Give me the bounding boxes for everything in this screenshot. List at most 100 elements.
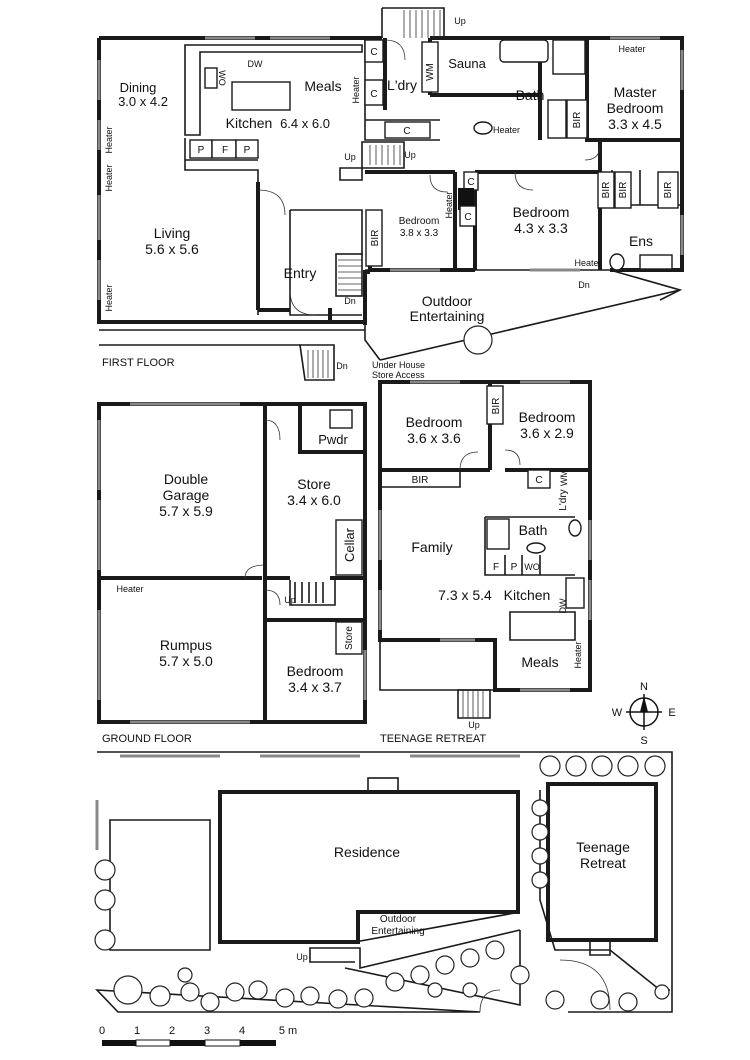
bedroom2-size: 4.3 x 3.3 (514, 220, 568, 236)
outdoor-label: Outdoor (422, 293, 473, 309)
cupboard5-label: C (464, 212, 471, 223)
windows-ground-floor (97, 402, 367, 724)
compass-east: E (668, 707, 675, 719)
bedroom1-label: Bedroom (399, 216, 440, 227)
down-entry-label: Dn (344, 296, 356, 306)
retreat-kitchen-size: 7.3 x 5.4 (438, 587, 492, 603)
scale-0: 0 (99, 1025, 105, 1037)
heater-bath-label: Heater (493, 125, 520, 135)
teenage-label: Teenage (576, 839, 630, 855)
retreat-kitchen-label: Kitchen (504, 587, 551, 603)
bir-master1-label: BIR (601, 182, 612, 199)
kitchen-label: Kitchen (226, 115, 273, 131)
heater-living2-label: Heater (104, 284, 114, 311)
bir-bed1-label: BIR (370, 230, 381, 247)
heater-living1-label: Heater (104, 164, 114, 191)
up-ground-label: Up (284, 595, 296, 605)
site-up-label: Up (296, 952, 308, 962)
family-label: Family (411, 539, 452, 555)
up-rear-label: Up (454, 16, 466, 26)
heater-ens-label: Heater (574, 258, 601, 268)
master-label: Master (614, 84, 657, 100)
retreat-bir1-label: BIR (491, 398, 502, 415)
heater-dining-label: Heater (104, 126, 114, 153)
master-size: 3.3 x 4.5 (608, 116, 662, 132)
ground-floor-caption: GROUND FLOOR (102, 733, 192, 745)
bedroom1-size: 3.8 x 3.3 (400, 228, 439, 239)
oven-label: WO (217, 70, 227, 86)
stairs-mid (339, 141, 405, 181)
retreat-bedroom2-label: Bedroom (519, 409, 576, 425)
sauna-label: Sauna (448, 56, 486, 71)
stairs-retreat (457, 689, 491, 719)
bedroom-label: Bedroom (287, 663, 344, 679)
scale-4: 4 (239, 1025, 245, 1037)
first-floor-caption: FIRST FLOOR (102, 357, 175, 369)
scale-bar: 0 1 2 3 4 5 m (99, 1025, 297, 1047)
retreat-cupboard-label: C (535, 475, 542, 486)
compass-south: S (640, 735, 647, 747)
scale-3: 3 (204, 1025, 210, 1037)
residence-label: Residence (334, 844, 400, 860)
pantry2-label: P (244, 145, 251, 156)
retreat-bedroom1-label: Bedroom (406, 414, 463, 430)
windows-first-floor (97, 36, 684, 300)
retreat-laundry-label: L'dry (558, 489, 569, 510)
heater-meals-label: Heater (351, 76, 361, 103)
garage-label-2: Garage (163, 487, 210, 503)
store-size: 3.4 x 6.0 (287, 492, 341, 508)
dishwasher-label: DW (248, 59, 263, 69)
bir-master2-label: BIR (618, 182, 629, 199)
powder-label: Pwdr (318, 432, 348, 447)
stairs-front (299, 344, 335, 381)
living-label: Living (154, 225, 191, 241)
compass: N E S W (612, 681, 676, 747)
laundry-label: L'dry (387, 77, 417, 93)
first-floor-plan: Dining 3.0 x 4.2 Meals Kitchen 6.4 x 6.0… (97, 7, 684, 381)
living-size: 5.6 x 5.6 (145, 241, 199, 257)
retreat-label: Retreat (580, 855, 626, 871)
bedroom2-label: Bedroom (513, 204, 570, 220)
kitchen-size: 6.4 x 6.0 (280, 116, 330, 131)
scale-2: 2 (169, 1025, 175, 1037)
windows-retreat (378, 380, 592, 692)
retreat-dw-label: DW (558, 598, 568, 613)
up-mid-label: Up (344, 152, 356, 162)
store-access-label: Store Access (372, 370, 425, 380)
ensuite-label: Ens (629, 233, 653, 249)
outdoor-label-2: Entertaining (410, 308, 485, 324)
heater-master-label: Heater (618, 44, 645, 54)
heater-ground-label: Heater (116, 584, 143, 594)
retreat-meals-label: Meals (521, 654, 558, 670)
heater-bed1-label: Heater (444, 191, 454, 218)
pantry1-label: P (198, 145, 205, 156)
entry-label: Entry (284, 265, 317, 281)
kitchen-island (231, 81, 291, 111)
up-mid2-label: Up (404, 150, 416, 160)
bath-label: Bath (516, 87, 545, 103)
meals-label: Meals (304, 78, 341, 94)
compass-north: N (640, 681, 648, 693)
cellar-label: Cellar (342, 527, 357, 562)
rumpus-label: Rumpus (160, 637, 212, 653)
tree-icon (463, 325, 493, 355)
stairs-rear (381, 7, 445, 38)
site-plan: Residence Teenage Retreat Outdoor Entert… (94, 751, 673, 1013)
cupboard1-label: C (370, 47, 377, 58)
ground-floor-plan: Double Garage 5.7 x 5.9 Pwdr Store 3.4 x… (97, 402, 367, 745)
retreat-bedroom1-size: 3.6 x 3.6 (407, 430, 461, 446)
retreat-oven-label: WO (524, 562, 540, 572)
fridge-label: F (222, 145, 228, 156)
dining-size: 3.0 x 4.2 (118, 94, 168, 109)
teenage-retreat-plan: Bedroom 3.6 x 3.6 Bedroom 3.6 x 2.9 Fami… (378, 380, 592, 745)
retreat-bedroom2-size: 3.6 x 2.9 (520, 425, 574, 441)
store-label: Store (297, 476, 331, 492)
bir-master3-label: BIR (663, 182, 674, 199)
scale-5: 5 m (279, 1025, 297, 1037)
dining-label: Dining (120, 80, 157, 95)
cupboard4-label: C (467, 177, 474, 188)
retreat-up-label: Up (468, 720, 480, 730)
teenage-retreat-caption: TEENAGE RETREAT (380, 733, 486, 745)
bedroom-size: 3.4 x 3.7 (288, 679, 342, 695)
